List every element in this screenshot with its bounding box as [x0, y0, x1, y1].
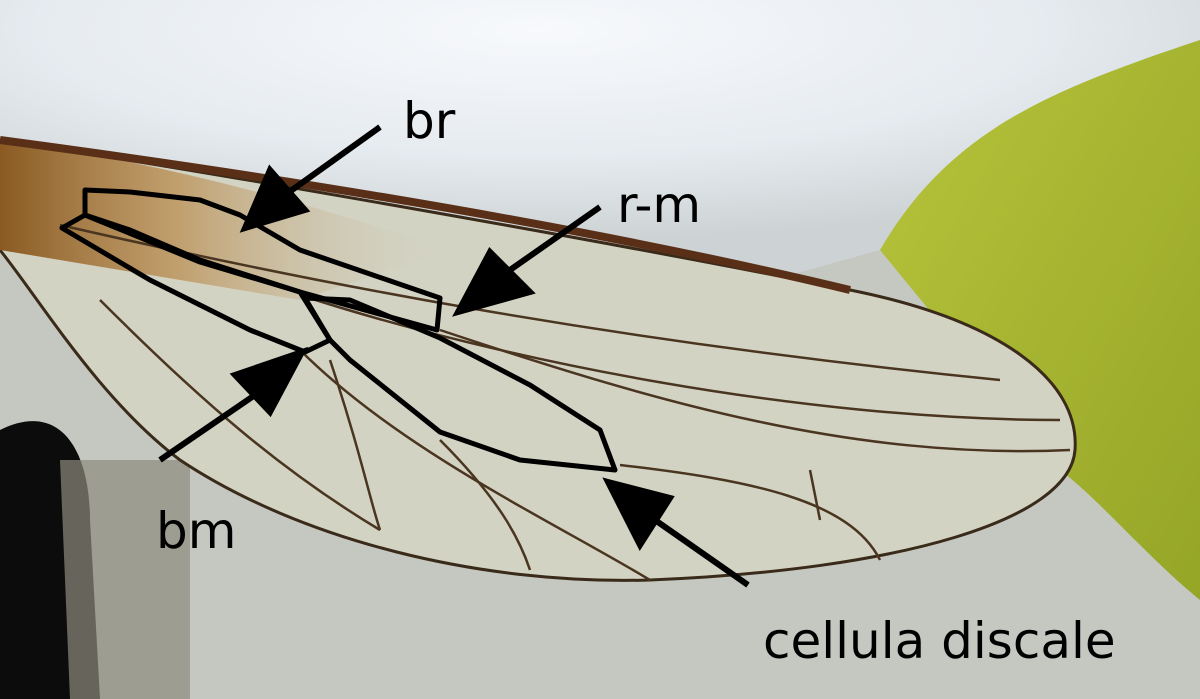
label-br: br: [403, 92, 456, 150]
label-r-m: r-m: [617, 176, 702, 234]
label-cellula-discale: cellula discale: [763, 612, 1116, 670]
costa-vein: [0, 136, 851, 294]
discal-arrowhead: [602, 477, 675, 552]
br-arrow: [283, 124, 382, 198]
cell-outlines: [59, 187, 618, 473]
discal-cell-outline: [302, 295, 618, 473]
bm-arrow: [158, 392, 257, 463]
rm-arrow: [508, 204, 602, 273]
br-cell-outline: [82, 187, 443, 333]
arrows: [158, 124, 750, 588]
bm-arrowhead: [229, 346, 309, 418]
br-arrowhead: [239, 164, 311, 233]
rm-arrowhead: [452, 247, 536, 317]
discal-arrow: [653, 517, 750, 588]
green-leaf: [880, 40, 1200, 600]
label-bm: bm: [156, 502, 237, 560]
insect-leg: [60, 460, 190, 699]
